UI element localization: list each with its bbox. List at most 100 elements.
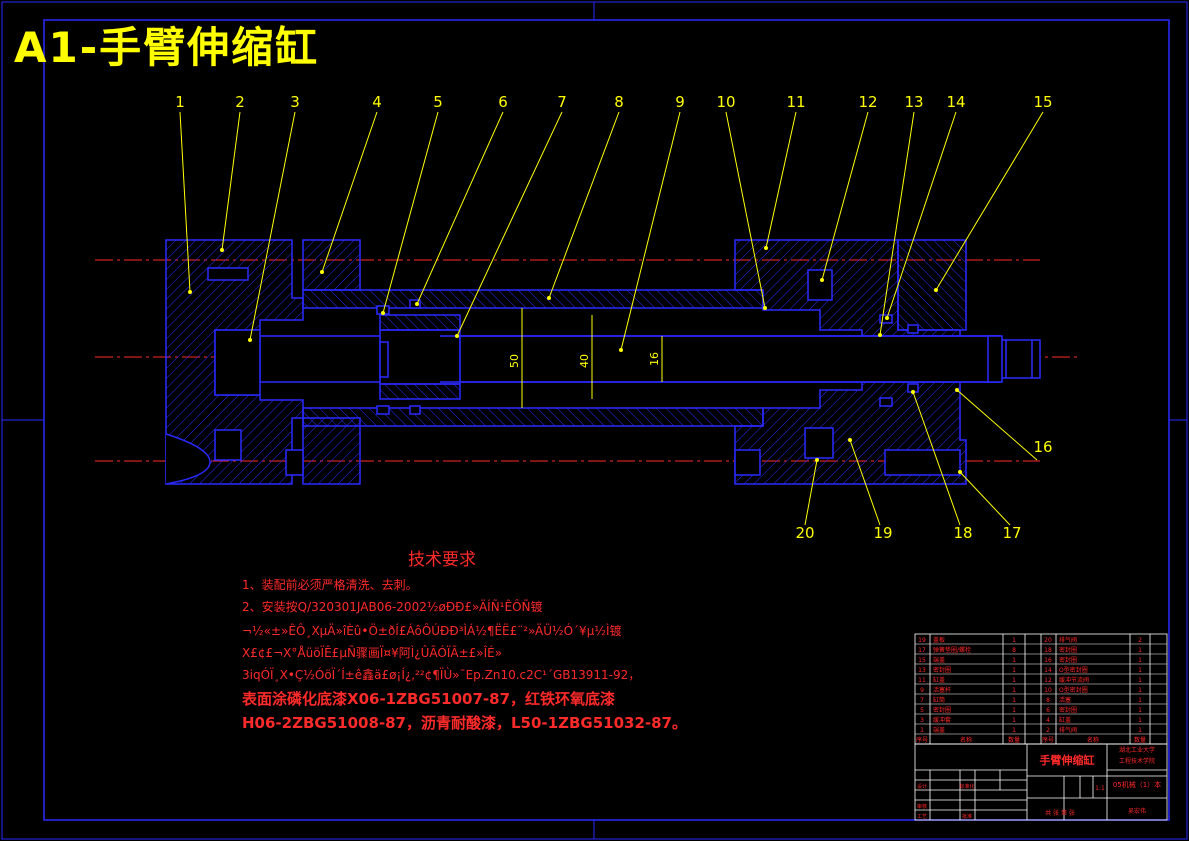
table-cell-name: 密封圈 (1059, 656, 1077, 664)
table-cell-qty: 1 (1138, 707, 1142, 714)
table-cell-no: 2 (1046, 727, 1050, 734)
table-cell-qty: 2 (1138, 637, 1142, 644)
table-cell-name: 端盖 (933, 726, 945, 734)
label-process: 工艺 (917, 814, 927, 820)
dim-16: 16 (648, 352, 661, 366)
dim-40: 40 (578, 354, 591, 368)
label-standard: 标准化 (959, 783, 974, 790)
title-block-text: 手臂伸缩缸 湖北工业大学 工程技术学院 05机械（1）本 1:1 共 张 第 张… (917, 746, 1161, 820)
table-cell-no: 16 (1044, 657, 1052, 664)
table-cell-qty: 1 (1138, 687, 1142, 694)
callout-13: 13 (904, 93, 923, 111)
table-cell-no: 1 (920, 727, 924, 734)
table-cell-qty: 1 (1138, 677, 1142, 684)
dimension-labels: 50 40 16 (508, 352, 661, 368)
drawing-title: A1-手臂伸缩缸 (14, 23, 320, 72)
left-flange (302, 239, 361, 291)
callout-10: 10 (716, 93, 735, 111)
table-cell-qty: 1 (1138, 657, 1142, 664)
table-cell-qty: 8 (1012, 647, 1016, 654)
table-cell-name: 缸盖 (933, 676, 945, 684)
callout-3: 3 (290, 93, 300, 111)
table-cell-no: 18 (1044, 647, 1052, 654)
table-header-cell: 数量 (1134, 736, 1146, 744)
table-header-cell: 数量 (1008, 736, 1020, 744)
cylinder-tube-bottom (302, 407, 764, 427)
table-cell-no: 14 (1044, 667, 1052, 674)
table-cell-name: 活塞 (1059, 696, 1071, 704)
table-cell-no: 13 (918, 667, 926, 674)
table-cell-qty: 1 (1012, 667, 1016, 674)
callout-6: 6 (498, 93, 508, 111)
callout-15: 15 (1033, 93, 1052, 111)
leader-lines (179, 111, 1044, 526)
table-cell-no: 17 (918, 647, 926, 654)
dim-50: 50 (508, 354, 521, 368)
tech-line-4: Ⅹ£¢£¬Ⅹ°ÅüöÏÊ£µÑ骤画Ï¤¥阿Ì¿ÛÃÓÏÃ±£»ÎÉ» (242, 646, 503, 660)
callout-8: 8 (614, 93, 624, 111)
table-cell-qty: 1 (1012, 707, 1016, 714)
table-cell-name: 缸筒 (933, 696, 945, 704)
tech-line-7: H06-2ZBG51008-87，沥青耐酸漆，L50-1ZBG51032-87。 (242, 714, 687, 732)
table-cell-qty: 1 (1138, 697, 1142, 704)
table-cell-name: 盖板 (933, 636, 945, 644)
callout-4: 4 (372, 93, 382, 111)
table-cell-no: 9 (920, 687, 924, 694)
table-cell-no: 6 (1046, 707, 1050, 714)
label-approve: 批准 (962, 813, 972, 820)
callout-18: 18 (953, 524, 972, 542)
table-cell-name: 缸盖 (1059, 716, 1071, 724)
table-cell-name: 密封圈 (1059, 706, 1077, 714)
table-cell-no: 15 (918, 657, 926, 664)
table-cell-no: 19 (918, 637, 926, 644)
table-cell-no: 10 (1044, 687, 1052, 694)
tech-line-5: 3iqÓÏ¸Ⅹ•Ç½ÓöÏ´Í±ê鑫ä£ø¡Í¿,²²¢¶ÏÙ»¯Ep.Zn10… (242, 668, 641, 682)
table-cell-name: 弹簧垫圈/螺栓 (933, 646, 971, 654)
dimension-lines (521, 308, 663, 408)
table-cell-qty: 1 (1138, 717, 1142, 724)
table-cell-qty: 1 (1012, 697, 1016, 704)
table-cell-name: O型密封圈 (1059, 666, 1088, 674)
table-cell-qty: 1 (1012, 727, 1016, 734)
sheet: 共 张 第 张 (1045, 809, 1075, 817)
table-header-cell: 名称 (1087, 736, 1099, 744)
piston (379, 329, 461, 385)
leader-dots (188, 246, 962, 474)
callout-16: 16 (1033, 438, 1052, 456)
table-cell-name: 密封圈 (933, 666, 951, 674)
label-design: 设计 (917, 783, 927, 790)
table-cell-no: 11 (918, 677, 926, 684)
callout-2: 2 (235, 93, 245, 111)
table-cell-qty: 1 (1138, 667, 1142, 674)
table-cell-name: 缓冲节流阀 (1059, 676, 1089, 684)
table-cell-name: O型密封圈 (1059, 686, 1088, 694)
table-cell-no: 5 (920, 707, 924, 714)
table-header-cell: 名称 (960, 736, 972, 744)
table-cell-qty: 1 (1012, 657, 1016, 664)
label-check: 审核 (917, 803, 927, 810)
callout-12: 12 (858, 93, 877, 111)
table-cell-qty: 1 (1012, 637, 1016, 644)
table-cell-name: 密封圈 (933, 706, 951, 714)
callout-5: 5 (433, 93, 443, 111)
table-cell-name: 缓冲套 (933, 716, 951, 724)
table-cell-name: 密封圈 (1059, 646, 1077, 654)
table-cell-no: 8 (1046, 697, 1050, 704)
table-cell-name: 活塞杆 (933, 686, 951, 694)
school-line-1: 湖北工业大学 (1119, 746, 1155, 754)
table-cell-no: 20 (1044, 637, 1052, 644)
school-line-2: 工程技术学院 (1119, 757, 1155, 765)
table-cell-name: 排气阀 (1059, 726, 1077, 734)
tech-line-6: 表面涂磷化底漆X06-1ZBG51007-87，红铁环氧底漆 (242, 690, 616, 708)
callout-7: 7 (557, 93, 567, 111)
table-cell-no: 12 (1044, 677, 1052, 684)
table-cell-no: 7 (920, 697, 924, 704)
callout-numbers: 1 2 3 4 5 6 7 8 9 10 11 12 13 14 15 16 1… (175, 93, 1052, 542)
tech-line-1: 1、装配前必须严格清洗、去刺。 (242, 578, 418, 592)
table-header-cell: 序号 (1042, 736, 1054, 744)
callout-19: 19 (873, 524, 892, 542)
table-cell-qty: 1 (1012, 677, 1016, 684)
callout-1: 1 (175, 93, 185, 111)
table-cell-no: 3 (920, 717, 924, 724)
